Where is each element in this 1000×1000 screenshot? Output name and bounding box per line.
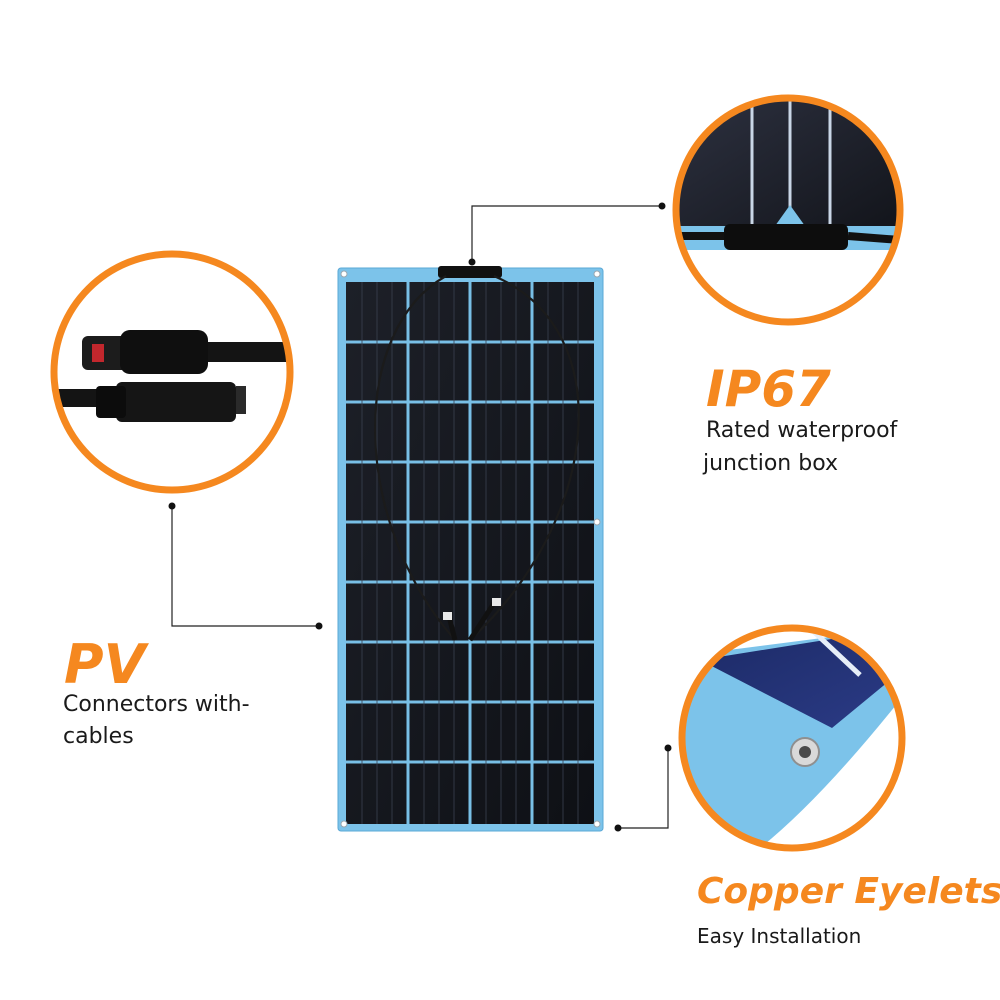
- ip67-title: IP67: [706, 360, 831, 418]
- callout-lines: [171, 205, 669, 829]
- ip67-desc-line1: Rated waterproof: [706, 418, 898, 443]
- eyelets-title: Copper Eyelets: [697, 871, 1000, 912]
- junction-box: [438, 266, 502, 278]
- eyelets-desc-line1: Easy Installation: [697, 924, 862, 948]
- pv-desc-line1: Connectors with-: [63, 692, 250, 717]
- ip67-desc-line2: junction box: [703, 451, 838, 476]
- pv-desc-line2: cables: [63, 724, 134, 749]
- pv-title: PV: [64, 633, 146, 696]
- zoom-copper-eyelet: [678, 624, 906, 852]
- zoom-pv-connectors: [50, 250, 294, 494]
- solar-panel: [337, 266, 604, 832]
- zoom-junction-box: [672, 94, 904, 326]
